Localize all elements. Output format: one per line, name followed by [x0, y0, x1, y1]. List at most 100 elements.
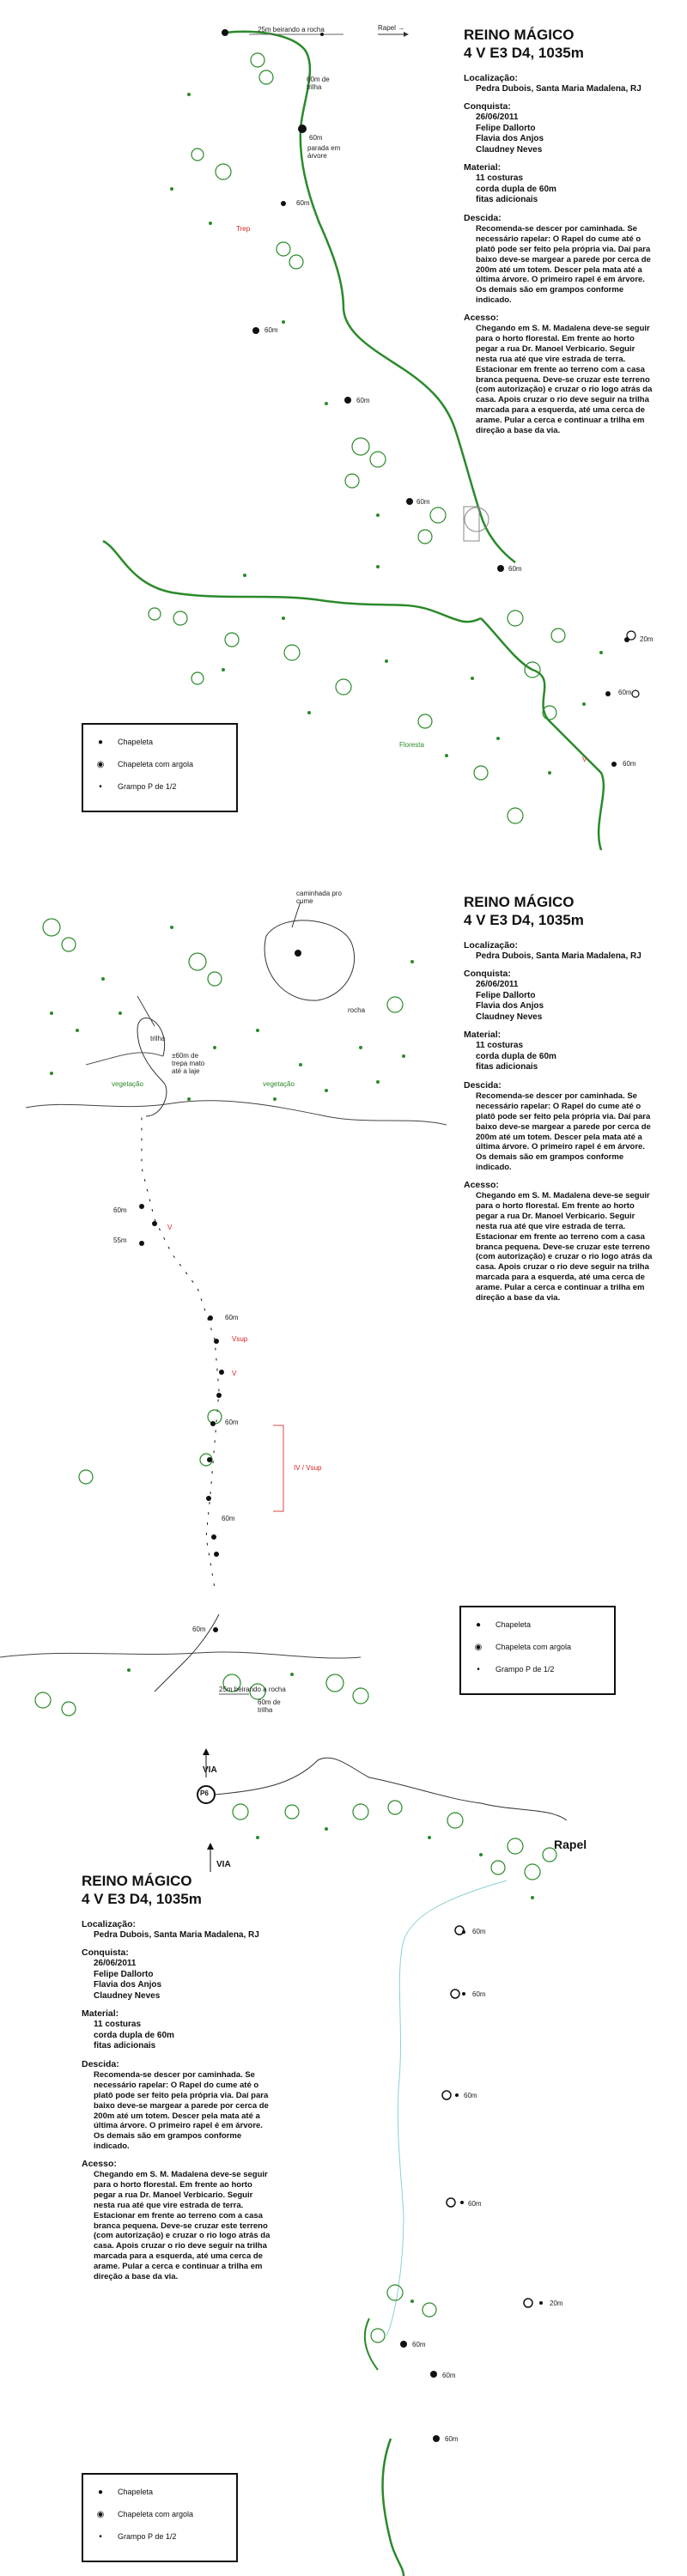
vegetacao-label: vegetação [112, 1080, 143, 1088]
via-label-mid: VIA [216, 1860, 231, 1869]
legend-chapeleta: Chapeleta [118, 2488, 154, 2496]
legend-grampo: Grampo P de 1/2 [118, 2532, 177, 2541]
label-60m: 60m [472, 1990, 486, 1998]
legend-row: ● Chapeleta [95, 737, 153, 747]
legend-grampo: Grampo P de 1/2 [118, 782, 177, 791]
acesso-label: Acesso: [464, 313, 499, 323]
legend-box-2: ● Chapeleta ◉ Chapeleta com argola • Gra… [459, 1606, 616, 1695]
legend-grampo: Grampo P de 1/2 [495, 1665, 555, 1674]
label-60m: 60m [472, 1928, 486, 1935]
label-60m-2: 60m [264, 326, 278, 334]
ring-bolt-icon: ◉ [96, 759, 105, 769]
legend-row: ◉ Chapeleta com argola [95, 2509, 193, 2519]
conquistador: Claudney Neves [476, 1012, 543, 1022]
pass-label: 60m [309, 134, 323, 142]
label-60m: 60m [468, 2200, 482, 2208]
label-55m: 55m [113, 1236, 127, 1244]
label-20m: 20m [640, 635, 654, 643]
rocha-label: rocha [348, 1006, 366, 1014]
conquista-date: 26/06/2011 [94, 1959, 137, 1969]
legend-row: • Grampo P de 1/2 [473, 1664, 554, 1674]
v-label: V [167, 1224, 173, 1231]
label-60m: 60m [225, 1419, 239, 1426]
label-60m: 60m [412, 2341, 426, 2348]
acesso-text: Chegando em S. M. Madalena deve-se segui… [476, 1191, 653, 1303]
descida-label: Descida: [82, 2058, 119, 2069]
localizacao-label: Localização: [464, 72, 519, 83]
legend-box-1: ● Chapeleta ◉ Chapeleta com argola • Gra… [82, 723, 238, 812]
label-60m: 60m [192, 1625, 206, 1633]
route-title: REINO MÁGICO [464, 27, 575, 43]
conquistador: Felipe Dallorto [476, 990, 536, 1000]
localizacao-value: Pedra Dubois, Santa Maria Madalena, RJ [94, 1929, 259, 1940]
legend-box-3: ● Chapeleta ◉ Chapeleta com argola • Gra… [82, 2473, 238, 2562]
conquistador: Flavia dos Anjos [476, 134, 544, 144]
legend-chapeleta-argola: Chapeleta com argola [495, 1643, 572, 1651]
descida-text: Recomenda-se descer por caminhada. Se ne… [476, 1091, 651, 1173]
material-item: 11 costuras [94, 2020, 142, 2030]
forest-label: Floresta [399, 741, 424, 749]
label-60m: 60m [442, 2372, 456, 2379]
bolt-icon: ● [97, 2487, 104, 2497]
ring-bolt-icon: ◉ [474, 1642, 483, 1652]
label-60m: 60m [445, 2435, 459, 2443]
material-label: Material: [464, 162, 502, 173]
acesso-text: Chegando em S. M. Madalena deve-se segui… [476, 324, 653, 435]
summit-walk-label: caminhada pro cume [296, 890, 342, 905]
rapel-label: Rapel → [378, 24, 405, 32]
walk-label: 25m beirando a rocha [258, 26, 325, 33]
route-info-3: REINO MÁGICO 4 V E3 D4, 1035m Localizaçã… [82, 1872, 274, 2282]
pass-note: parada em árvore [307, 144, 341, 160]
trilha-label: trilha [150, 1035, 166, 1042]
conquista-label: Conquista: [464, 969, 511, 980]
label-60m-3: 60m [356, 397, 370, 404]
bottom-trail-label: 60m de trilha [258, 1698, 281, 1714]
topo-panel-3: VIA P6 VIA Rapel 60m 60m 60m 60m 20m 60m… [0, 1717, 687, 2576]
route-title: REINO MÁGICO [82, 1873, 192, 1889]
topo-map-1 [102, 29, 640, 851]
localizacao-value: Pedra Dubois, Santa Maria Madalena, RJ [476, 83, 641, 94]
topo-panel-2: caminhada pro cume rocha trilha ±60m de … [0, 859, 687, 1717]
conquistador: Claudney Neves [476, 144, 543, 155]
ring-bolt-icon: ◉ [96, 2509, 105, 2519]
conquistador: Felipe Dallorto [94, 1969, 154, 1979]
v2-label: V [232, 1370, 237, 1377]
material-item: 11 costuras [476, 1041, 524, 1051]
localizacao-label: Localização: [464, 939, 519, 951]
topo-panel-1: 25m beirando a rocha Rapel → 60m de tril… [0, 0, 687, 859]
staple-icon: • [99, 781, 102, 792]
legend-row: • Grampo P de 1/2 [95, 781, 176, 792]
material-item: corda dupla de 60m [94, 2030, 174, 2040]
material-label: Material: [82, 2008, 119, 2020]
p6-label: P6 [200, 1789, 209, 1797]
descida-text: Recomenda-se descer por caminhada. Se ne… [94, 2070, 269, 2152]
material-item: fitas adicionais [476, 1062, 538, 1072]
legend-chapeleta-argola: Chapeleta com argola [118, 2510, 194, 2518]
route-grade: 4 V E3 D4, 1035m [464, 45, 584, 62]
bolt-icon: ● [97, 737, 104, 747]
trail-length-label: 60m de trilha [307, 76, 330, 91]
route-grade: 4 V E3 D4, 1035m [464, 912, 584, 929]
conquistador: Felipe Dallorto [476, 123, 536, 133]
conquista-label: Conquista: [464, 101, 511, 112]
acesso-label: Acesso: [82, 2159, 117, 2169]
v-label: V [582, 756, 587, 763]
descida-label: Descida: [464, 1079, 502, 1091]
route-info-1: REINO MÁGICO 4 V E3 D4, 1035m Localizaçã… [464, 26, 656, 436]
vegetacao-label: vegetação [263, 1080, 295, 1088]
label-60m: 60m [222, 1515, 235, 1522]
material-label: Material: [464, 1030, 502, 1041]
label-60m-5: 60m [508, 565, 522, 573]
label-20m: 20m [550, 2300, 563, 2307]
legend-chapeleta-argola: Chapeleta com argola [118, 760, 194, 769]
label-60m: 60m [113, 1206, 127, 1214]
conquistador: Flavia dos Anjos [476, 1001, 544, 1012]
vsup-label: Vsup [232, 1335, 248, 1343]
material-item: corda dupla de 60m [476, 1051, 556, 1061]
conquista-date: 26/06/2011 [476, 980, 519, 990]
material-item: fitas adicionais [94, 2041, 156, 2051]
topo-map-2 [0, 901, 447, 1716]
bottom-walk-label: 25m beirando a rocha [219, 1686, 286, 1693]
label-60m: 60m [225, 1314, 239, 1321]
bolt-icon: ● [475, 1619, 482, 1630]
